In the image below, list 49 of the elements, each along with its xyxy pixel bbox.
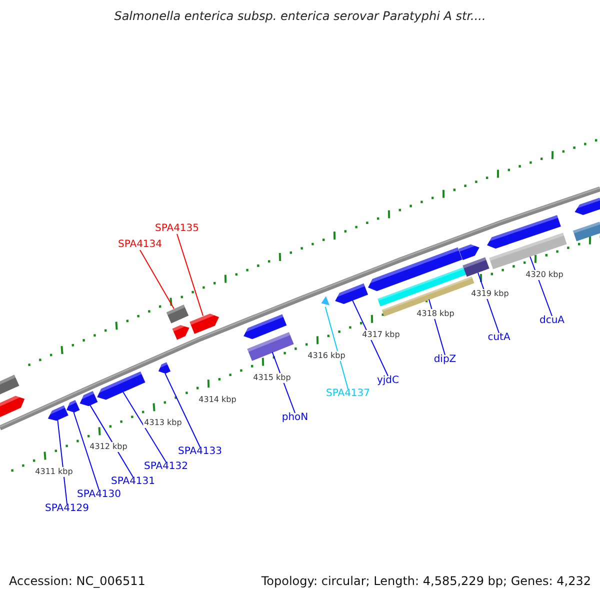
diagram-title: Salmonella enterica subsp. enterica serovar Paratyphi A str.... — [113, 9, 487, 23]
gene-label: yjdC — [376, 376, 400, 386]
gene-bar — [462, 257, 490, 277]
leader-line — [73, 412, 100, 490]
gene-label: cutA — [488, 333, 510, 343]
gene-label: SPA4130 — [76, 490, 122, 500]
scale-label: 4312 kbp — [88, 442, 128, 452]
scale-label: 4314 kbp — [198, 394, 238, 405]
gene-label: SPA4133 — [178, 447, 222, 457]
gene-label: SPA4137 — [326, 389, 370, 399]
scale-label: 4320 kbp — [524, 270, 564, 280]
scale-label: 4316 kbp — [306, 351, 346, 362]
gene-label: SPA4131 — [110, 477, 156, 487]
scale-label: 4313 kbp — [143, 418, 183, 428]
scale-label: 4317 kbp — [361, 330, 401, 340]
leader-line — [176, 234, 204, 316]
leader-line — [140, 250, 174, 310]
gene-label: phoN — [282, 413, 308, 423]
scale-label: 4311 kbp — [34, 466, 74, 477]
scale-label: 4318 kbp — [416, 309, 456, 320]
accession-text: Accession: NC_006511 — [9, 574, 146, 588]
leader-line — [352, 300, 388, 376]
gene-feature — [172, 322, 192, 340]
gene-label: SPA4132 — [144, 462, 188, 472]
leader-line — [164, 373, 200, 448]
gene-label: SPA4129 — [44, 504, 90, 514]
gene-label: dipZ — [434, 355, 456, 365]
gene-block — [166, 304, 188, 324]
gene-label: SPA4134 — [118, 240, 162, 250]
gene-feature — [458, 242, 482, 260]
gene-bar — [572, 221, 600, 241]
gene-marker — [318, 296, 330, 308]
gene-feature — [572, 197, 600, 217]
gene-bar — [489, 232, 567, 270]
leader-line — [57, 419, 68, 504]
gene-feature — [64, 400, 80, 414]
gene-label: SPA4135 — [154, 224, 200, 234]
genome-info-text: Topology: circular; Length: 4,585,229 bp; Genes: 4,232 — [261, 574, 591, 588]
gene-label: dcuA — [539, 316, 565, 326]
scale-label: 4319 kbp — [470, 289, 510, 300]
gene-feature — [156, 362, 170, 376]
leader-line — [122, 392, 166, 462]
gene-feature — [241, 314, 287, 342]
leader-line — [324, 306, 348, 390]
gene-feature — [46, 404, 68, 424]
gene-bar — [246, 332, 294, 360]
gene-feature — [366, 246, 462, 294]
gene-feature — [485, 215, 561, 251]
scale-label: 4315 kbp — [252, 372, 292, 383]
